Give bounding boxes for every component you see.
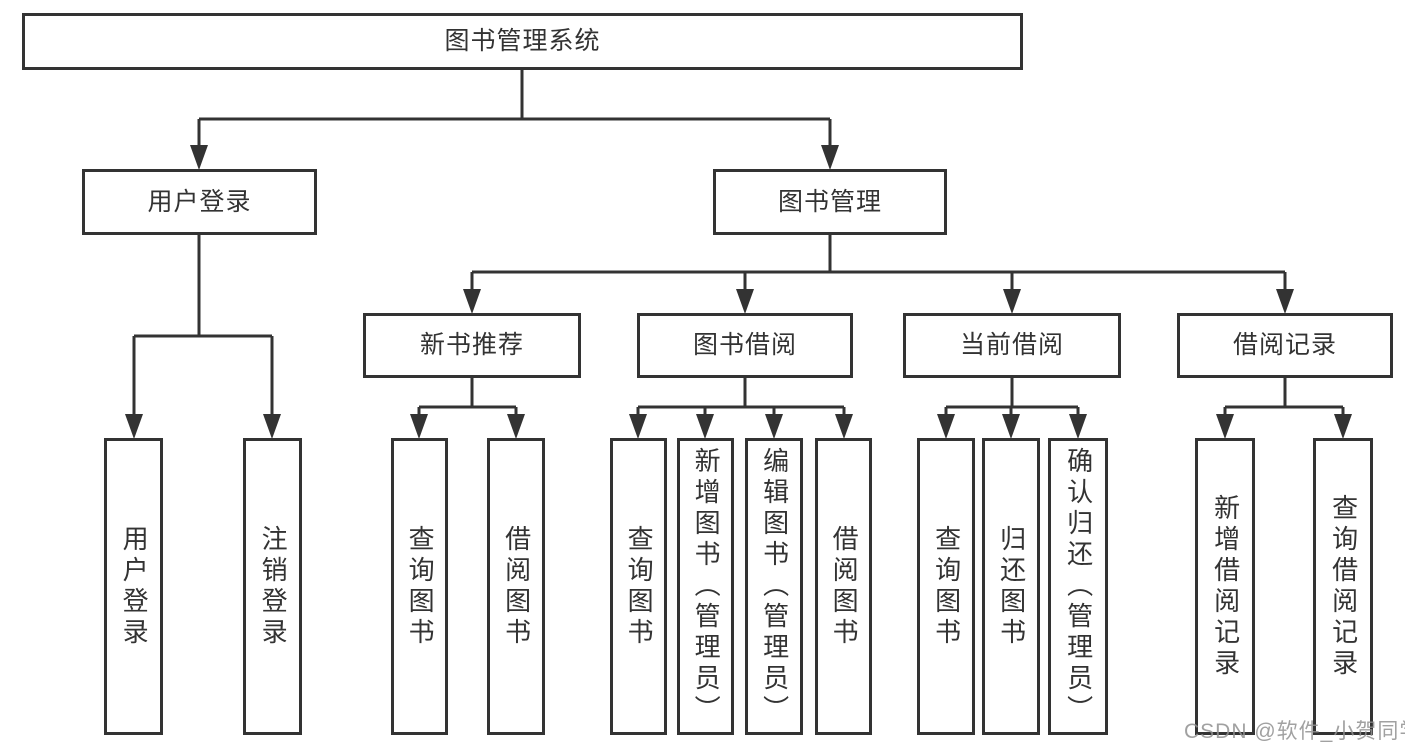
node-book-management: 图书管理 (713, 169, 947, 235)
leaf-borrow-query-books: 查询图书 (610, 438, 667, 735)
node-book-borrow-label: 图书借阅 (692, 331, 797, 359)
leaf-borrow-query-books-label: 查询图书 (624, 524, 655, 649)
leaf-recommend-borrow-books: 借阅图书 (487, 438, 545, 735)
node-current-borrow-label: 当前借阅 (959, 331, 1064, 359)
leaf-user-login-label: 用户登录 (119, 524, 150, 649)
node-current-borrow: 当前借阅 (903, 313, 1121, 378)
leaf-current-query-books-label: 查询图书 (931, 524, 962, 649)
node-user-login-label: 用户登录 (147, 187, 252, 216)
node-user-login: 用户登录 (82, 169, 317, 235)
node-borrow-record-label: 借阅记录 (1232, 331, 1337, 359)
leaf-return-books: 归还图书 (982, 438, 1040, 735)
leaf-recommend-borrow-books-label: 借阅图书 (501, 524, 532, 649)
leaf-edit-books-admin-label: 编辑图书（管理员） (759, 447, 790, 726)
csdn-watermark: CSDN @软件_小贺同学 (1184, 720, 1405, 743)
node-root-label: 图书管理系统 (444, 27, 601, 55)
leaf-add-borrow-record: 新增借阅记录 (1195, 438, 1255, 735)
leaf-edit-books-admin: 编辑图书（管理员） (745, 438, 803, 735)
leaf-query-borrow-record: 查询借阅记录 (1313, 438, 1373, 735)
leaf-user-login: 用户登录 (104, 438, 163, 735)
node-book-management-label: 图书管理 (777, 187, 882, 216)
leaf-recommend-query-books-label: 查询图书 (405, 524, 436, 649)
leaf-current-query-books: 查询图书 (917, 438, 975, 735)
leaf-add-books-admin: 新增图书（管理员） (677, 438, 734, 735)
leaf-query-borrow-record-label: 查询借阅记录 (1328, 493, 1359, 680)
node-root-system: 图书管理系统 (22, 13, 1023, 70)
node-new-book-recommend: 新书推荐 (363, 313, 581, 378)
node-new-book-recommend-label: 新书推荐 (419, 331, 524, 359)
leaf-logout-label: 注销登录 (258, 524, 289, 649)
leaf-borrow-books-label: 借阅图书 (829, 524, 860, 649)
node-borrow-record: 借阅记录 (1177, 313, 1393, 378)
leaf-recommend-query-books: 查询图书 (391, 438, 448, 735)
leaf-return-books-label: 归还图书 (996, 524, 1027, 649)
leaf-add-borrow-record-label: 新增借阅记录 (1210, 493, 1241, 680)
leaf-borrow-books: 借阅图书 (815, 438, 872, 735)
node-book-borrow: 图书借阅 (637, 313, 853, 378)
leaf-logout: 注销登录 (243, 438, 302, 735)
leaf-confirm-return-admin: 确认归还（管理员） (1048, 438, 1108, 735)
leaf-add-books-admin-label: 新增图书（管理员） (691, 447, 722, 726)
leaf-confirm-return-admin-label: 确认归还（管理员） (1063, 447, 1094, 726)
